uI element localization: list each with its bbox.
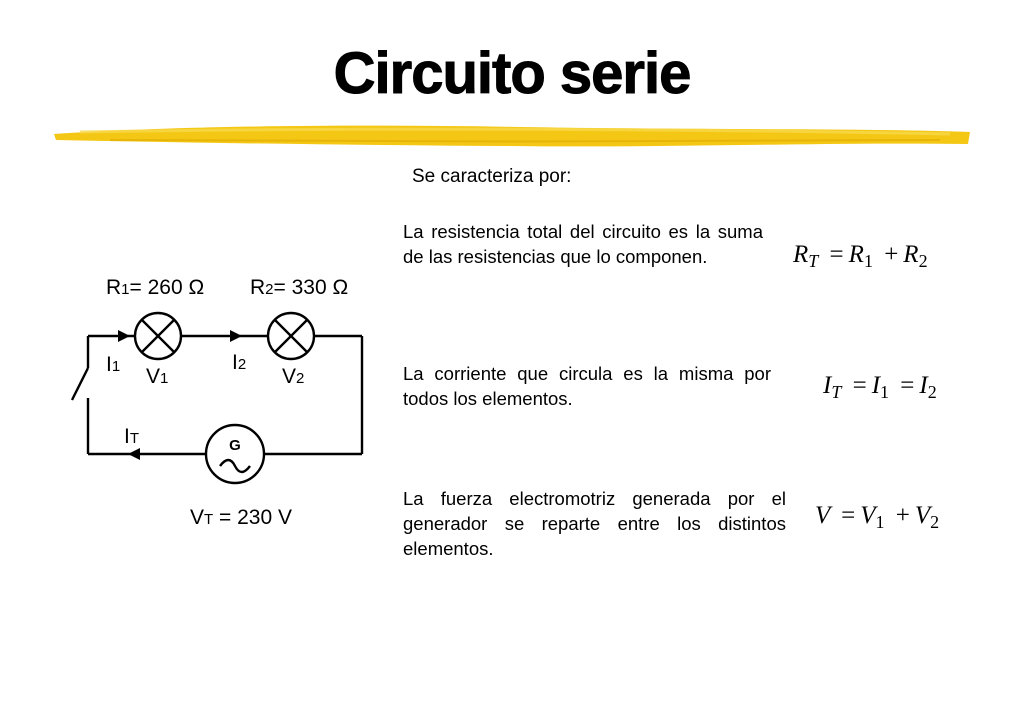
formula-voltage: V =V1 +V2 — [815, 502, 940, 532]
formula-subscript: T — [831, 382, 842, 402]
formula-subscript: 2 — [927, 382, 937, 402]
i1-label: I1 — [106, 353, 120, 376]
page-title: Circuito serie — [333, 41, 692, 107]
formula-symbol: R — [848, 241, 864, 268]
formula-operator: = — [829, 241, 844, 268]
formula-subscript: 2 — [918, 251, 928, 271]
formula-subscript: T — [808, 251, 819, 271]
current-arrow-icon — [118, 330, 130, 342]
formula-subscript: 2 — [930, 512, 940, 532]
current-arrow-icon — [230, 330, 242, 342]
v1-label: V1 — [146, 365, 168, 388]
formula-symbol: I — [919, 372, 928, 399]
formula-operator: = — [900, 372, 915, 399]
r1-label: R1= 260 Ω — [106, 276, 204, 299]
paragraph-current: La corriente que circula es la misma por… — [403, 363, 771, 409]
paragraph-voltage: La fuerza electromotriz generada por el … — [403, 488, 786, 559]
formula-operator: + — [884, 241, 899, 268]
formula-symbol: R — [793, 241, 809, 268]
formula-subscript: 1 — [863, 251, 873, 271]
lamp-icon — [133, 311, 183, 361]
formula-operator: = — [852, 372, 867, 399]
it-label: IT — [124, 425, 139, 448]
formula-symbol: R — [903, 241, 919, 268]
series-circuit-diagram: G R1= 260 Ω R2= 330 Ω I1 I2 V1 V2 IT VT … — [70, 276, 364, 529]
formula-symbol: V — [860, 502, 876, 529]
subtitle: Se caracteriza por: — [412, 166, 572, 187]
formula-subscript: 1 — [880, 382, 890, 402]
current-arrow-icon — [128, 448, 140, 460]
generator-icon — [204, 423, 266, 485]
formula-symbol: I — [823, 372, 832, 399]
lamp-icon — [266, 311, 316, 361]
formula-current: IT =I1 =I2 — [823, 372, 937, 402]
r2-label: R2= 330 Ω — [250, 276, 348, 299]
formula-subscript: 1 — [875, 512, 885, 532]
formula-symbol: V — [815, 502, 830, 529]
vt-label: VT = 230 V — [190, 506, 292, 529]
formula-symbol: I — [871, 372, 881, 399]
paragraph-resistance: La resistencia total del circuito es la … — [403, 221, 763, 267]
formula-symbol: V — [914, 502, 931, 529]
generator-label: G — [229, 437, 241, 454]
i2-label: I2 — [232, 351, 246, 374]
formula-operator: + — [895, 502, 910, 529]
title-highlight-stroke — [54, 125, 970, 147]
v2-label: V2 — [282, 365, 304, 388]
formula-total-resistance: RT =R1 +R2 — [793, 241, 928, 271]
switch-icon — [70, 367, 90, 401]
formula-operator: = — [841, 502, 856, 529]
